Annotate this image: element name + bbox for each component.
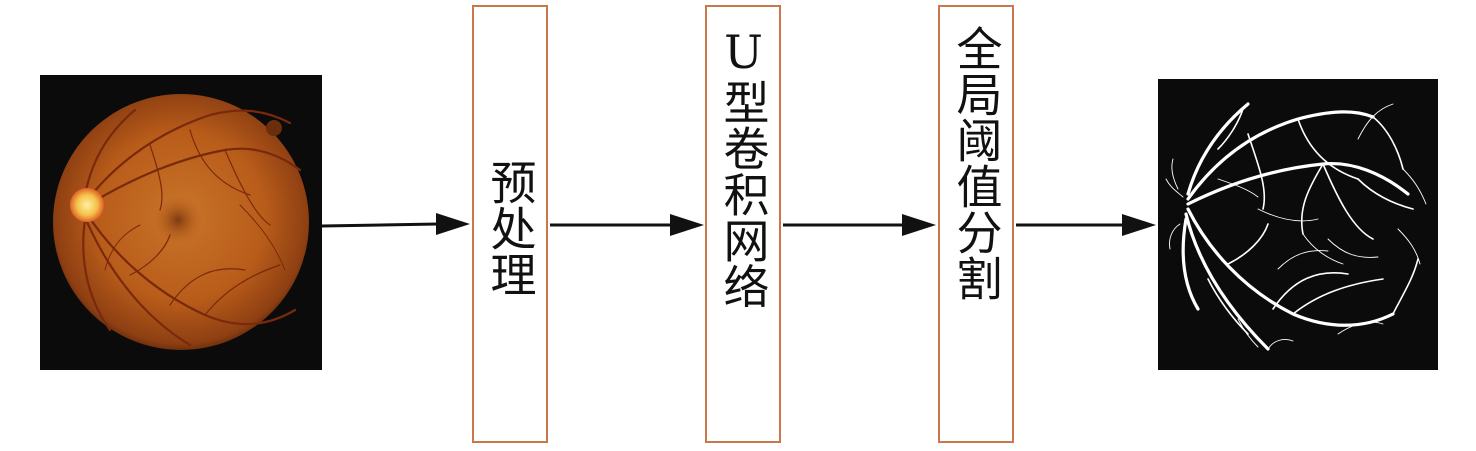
- step-preprocess-label: 预处理: [483, 159, 538, 297]
- arrowhead-output: [1122, 214, 1156, 236]
- arrowhead-preprocess: [436, 213, 470, 235]
- macula: [154, 196, 202, 244]
- arrowhead-unet: [670, 214, 704, 236]
- step-threshold-label: 全局阈值分割: [949, 25, 1004, 301]
- fundus-vessels: [82, 108, 302, 347]
- step-unet-box: U型卷积网络: [705, 5, 781, 443]
- step-unet-label: U型卷积网络: [716, 25, 771, 309]
- arrowhead-threshold: [902, 214, 936, 236]
- segmentation-image: [1158, 79, 1438, 370]
- step-threshold-box: 全局阈值分割: [938, 5, 1014, 443]
- segmented-vessels: [1165, 102, 1427, 351]
- arrow-input-to-preprocess: [321, 222, 439, 228]
- retina-notch: [266, 120, 282, 136]
- fundus-image: [40, 75, 322, 370]
- step-preprocess-box: 预处理: [472, 5, 548, 443]
- fundus-image-graphic: [53, 94, 309, 350]
- segmentation-image-graphic: [1165, 102, 1427, 351]
- optic-disc: [70, 188, 104, 222]
